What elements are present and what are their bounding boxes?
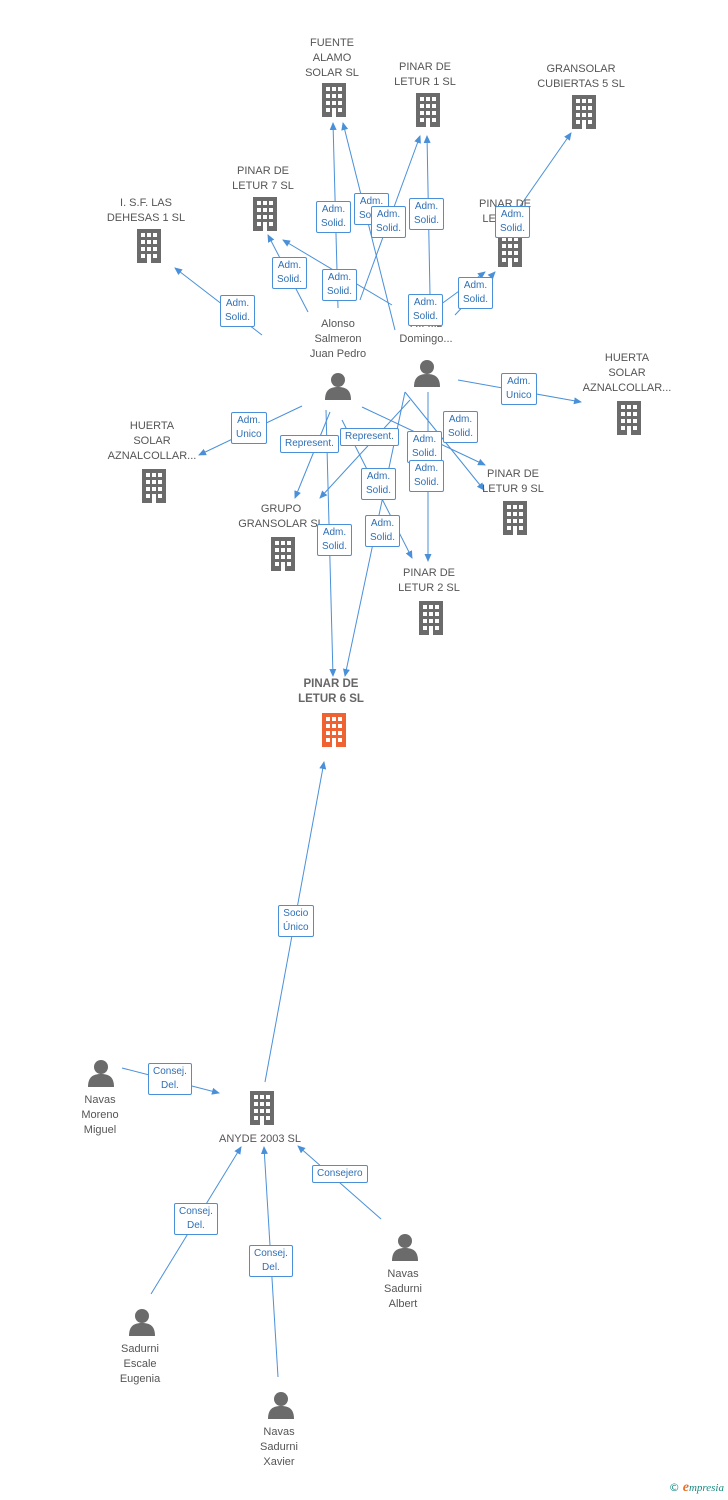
edge-label-navas_miguel-to-anyde[interactable]: Consej. Del. (148, 1063, 192, 1095)
edge-label-fdomingo-to-gransolar5[interactable]: Adm. Solid. (495, 206, 531, 238)
node-label-alonso[interactable]: Alonso Salmeron Juan Pedro (309, 318, 367, 360)
person-icon[interactable] (392, 1234, 418, 1261)
edge-label-fdomingo-to-pinar_x[interactable]: Adm. Solid. (458, 277, 494, 309)
building-icon[interactable] (142, 469, 166, 503)
building-icon[interactable] (253, 197, 277, 231)
edge-label-alonso-to-pinar7[interactable]: Adm. Solid. (272, 257, 308, 289)
edge-label-anyde-to-pinar6[interactable]: Socio Único (278, 905, 314, 937)
edge-label-fdomingo-to-pinar7[interactable]: Adm. Solid. (322, 269, 358, 301)
edge-fdomingo-to-grupo (319, 399, 411, 499)
edge-label-fdomingo-to-pinar2[interactable]: Adm. Solid. (409, 460, 445, 492)
edge-label-fdomingo-to-pinar9[interactable]: Adm. Solid. (407, 431, 443, 463)
building-icon[interactable] (137, 229, 161, 263)
building-icon[interactable] (250, 1091, 274, 1125)
node-label-huerta_l[interactable]: HUERTA SOLAR AZNALCOLLAR... (107, 420, 197, 462)
node-label-huerta_r[interactable]: HUERTA SOLAR AZNALCOLLAR... (582, 352, 672, 394)
edge-label-fdomingo-to-pinar6[interactable]: Adm. Solid. (365, 515, 401, 547)
node-label-navas_xavier[interactable]: Navas Sadurni Xavier (260, 1426, 298, 1468)
person-icon[interactable] (88, 1060, 114, 1087)
node-label-anyde[interactable]: ANYDE 2003 SL (219, 1133, 301, 1145)
node-label-pinar9[interactable]: PINAR DE LETUR 9 SL (482, 468, 544, 495)
brand-initial: e (682, 1480, 689, 1495)
building-icon[interactable] (416, 93, 440, 127)
edge-label-alonso-to-pinar6[interactable]: Adm. Solid. (317, 524, 353, 556)
main-company-building-icon[interactable] (322, 713, 346, 747)
edge-label-alonso-to-pinar9[interactable]: Adm. Solid. (443, 411, 479, 443)
building-icon[interactable] (419, 601, 443, 635)
edge-label-alonso-to-isf[interactable]: Adm. Solid. (220, 295, 256, 327)
node-label-pinar1[interactable]: PINAR DE LETUR 1 SL (394, 61, 456, 88)
brand-name: mpresia (688, 1482, 724, 1494)
edge-label-navas_albert-to-anyde[interactable]: Consejero (312, 1165, 368, 1183)
node-label-gransolar5[interactable]: GRANSOLAR CUBIERTAS 5 SL (537, 63, 625, 90)
node-label-navas_miguel[interactable]: Navas Moreno Miguel (81, 1094, 119, 1136)
edge-alonso-to-grupo (294, 411, 331, 499)
node-label-navas_albert[interactable]: Navas Sadurni Albert (384, 1268, 422, 1310)
building-icon[interactable] (503, 501, 527, 535)
edge-label-alonso-to-huerta_l[interactable]: Adm. Unico (231, 412, 267, 444)
building-icon[interactable] (572, 95, 596, 129)
person-icon[interactable] (129, 1309, 155, 1336)
edge-label-alonso-to-fuente_alamo[interactable]: Adm. Solid. (316, 201, 352, 233)
edge-label-navas_xavier-to-anyde[interactable]: Consej. Del. (249, 1245, 293, 1277)
edge-label-alonso-to-pinar2[interactable]: Adm. Solid. (361, 468, 397, 500)
edges-layer (121, 122, 582, 1378)
edge-label-alonso-to-pinar1[interactable]: Adm. Solid. (371, 206, 407, 238)
node-label-fuente_alamo[interactable]: FUENTE ALAMO SOLAR SL (305, 37, 359, 79)
node-label-pinar6[interactable]: PINAR DE LETUR 6 SL (298, 678, 364, 705)
edge-label-fdomingo-to-pinar_x[interactable]: Adm. Solid. (408, 294, 444, 326)
copyright-symbol: © (668, 1481, 680, 1494)
person-icon[interactable] (268, 1392, 294, 1419)
node-label-pinar7[interactable]: PINAR DE LETUR 7 SL (232, 165, 294, 192)
edge-label-fdomingo-to-grupo[interactable]: Represent. (340, 428, 399, 446)
edge-fdomingo-to-fuente_alamo (341, 122, 396, 331)
node-label-sadurni_eugenia[interactable]: Sadurni Escale Eugenia (119, 1343, 161, 1385)
nodes-layer (88, 83, 641, 1419)
node-label-pinar2[interactable]: PINAR DE LETUR 2 SL (398, 567, 460, 594)
empresia-logo[interactable]: ©empresia (669, 1480, 724, 1496)
node-label-isf[interactable]: I. S.F. LAS DEHESAS 1 SL (106, 197, 186, 224)
edge-label-sadurni_eugenia-to-anyde[interactable]: Consej. Del. (174, 1203, 218, 1235)
building-icon[interactable] (617, 401, 641, 435)
edge-label-fdomingo-to-pinar1[interactable]: Adm. Solid. (409, 198, 445, 230)
edge-label-alonso-to-grupo[interactable]: Represent. (280, 435, 339, 453)
building-icon[interactable] (271, 537, 295, 571)
building-icon[interactable] (498, 233, 522, 267)
edge-label-fdomingo-to-huerta_r[interactable]: Adm. Unico (501, 373, 537, 405)
building-icon[interactable] (322, 83, 346, 117)
person-icon[interactable] (414, 360, 440, 387)
person-icon[interactable] (325, 373, 351, 400)
